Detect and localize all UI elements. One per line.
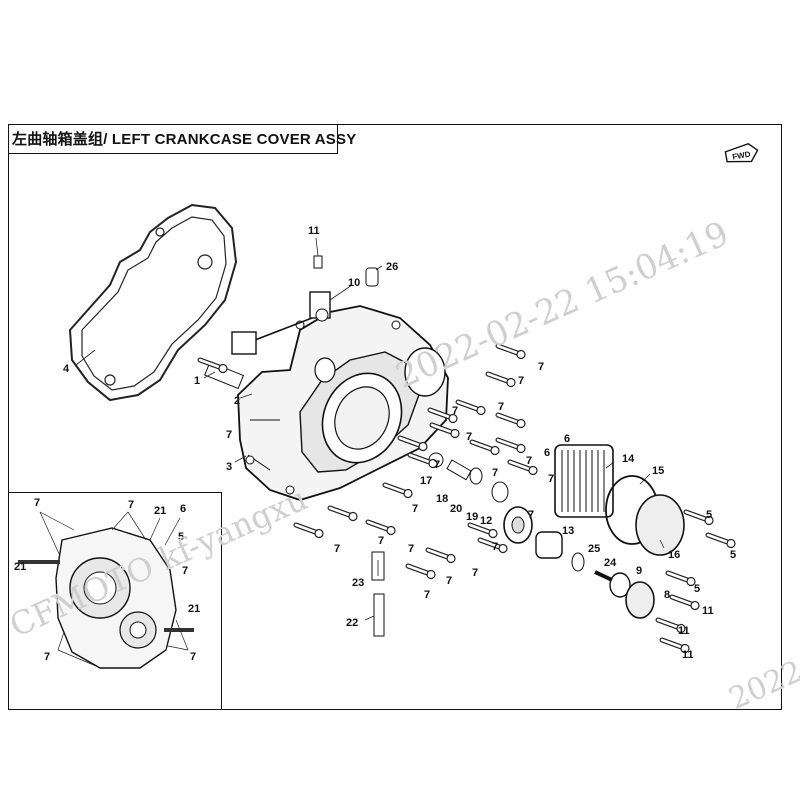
callout-7: 7 [528,509,534,521]
drawing-frame [8,124,782,710]
inset-callout-21: 21 [154,505,166,517]
callout-23: 23 [352,577,364,589]
callout-13: 13 [562,525,574,537]
sensor-assembly [204,255,379,390]
inset-callout-7: 7 [190,651,196,663]
inset-callout-7: 7 [34,497,40,509]
callout-25: 25 [588,543,600,555]
callout-7: 7 [472,567,478,579]
callout-5: 5 [706,509,712,521]
inset-frame [8,492,222,710]
fwd-arrow-icon: FWD [724,142,760,165]
callout-12: 12 [480,515,492,527]
callout-19: 19 [466,511,478,523]
callout-24: 24 [604,557,617,569]
callouts: 4 1 2 3 11 10 26 7 7 7 7 7 6 6 7 7 17 18… [63,225,736,661]
crankcase-cover [237,305,449,501]
leader-lines [75,237,665,621]
callout-6: 6 [544,447,550,459]
callout-10: 10 [348,277,360,289]
callout-14: 14 [622,453,635,465]
callout-7: 7 [538,361,544,373]
callout-2: 2 [234,395,240,407]
callout-7: 7 [548,473,554,485]
callout-11: 11 [678,625,690,637]
callout-20: 20 [450,503,462,515]
fwd-label: FWD [732,150,752,162]
oil-filter-group [554,444,685,556]
callout-26: 26 [386,261,398,273]
inset-callout-7: 7 [44,651,50,663]
callout-17: 17 [420,475,432,487]
callout-7: 7 [492,467,498,479]
callout-7: 7 [408,543,414,555]
callout-7: 7 [424,589,430,601]
inset-callouts: 7 7 21 6 5 21 21 7 7 7 [14,497,200,663]
gasket [68,203,238,402]
callout-7: 7 [466,431,472,443]
callout-7: 7 [412,503,418,515]
inset-drawing [18,511,194,669]
callout-18: 18 [436,493,448,505]
inset-callout-7: 7 [182,565,188,577]
callout-6: 6 [564,433,570,445]
inset-callout-6: 6 [180,503,186,515]
callout-11: 11 [308,225,320,237]
callout-7: 7 [378,535,384,547]
callout-7: 7 [526,455,532,467]
callout-5: 5 [730,549,736,561]
callout-22: 22 [346,617,358,629]
page-title: 左曲轴箱盖组/ LEFT CRANKCASE COVER ASSY [12,131,357,148]
callout-7: 7 [492,541,498,553]
callout-5: 5 [694,583,700,595]
inset-callout-21: 21 [188,603,200,615]
callout-4: 4 [63,363,70,375]
inset-callout-7: 7 [128,499,134,511]
callout-7: 7 [226,429,232,441]
callout-7: 7 [434,459,440,471]
callout-1: 1 [194,375,200,387]
inset-callout-21: 21 [14,561,26,573]
callout-3: 3 [226,461,232,473]
callout-11: 11 [702,605,714,617]
title-box [8,124,338,154]
callout-7: 7 [498,401,504,413]
inset-callout-5: 5 [178,531,184,543]
callout-8: 8 [664,589,670,601]
callout-7: 7 [334,543,340,555]
callout-7: 7 [452,405,458,417]
callout-7: 7 [518,375,524,387]
callout-15: 15 [652,465,664,477]
callout-9: 9 [636,565,642,577]
callout-7: 7 [446,575,452,587]
callout-16: 16 [668,549,680,561]
callout-11: 11 [682,649,694,661]
